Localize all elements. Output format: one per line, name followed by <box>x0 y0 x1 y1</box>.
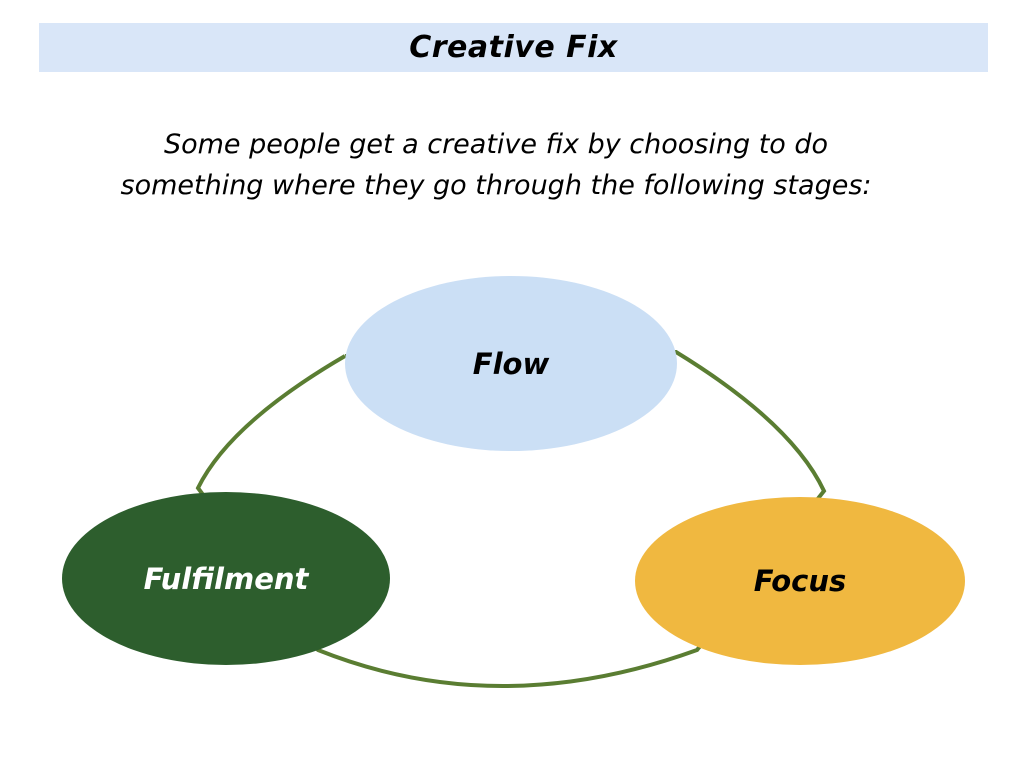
connector-loop-path <box>195 349 827 688</box>
title-banner: Creative Fix <box>39 23 988 72</box>
node-focus-label: Focus <box>753 564 847 598</box>
subtitle: Some people get a creative fix by choosi… <box>0 124 992 206</box>
subtitle-line-2: something where they go through the foll… <box>120 170 872 201</box>
node-flow-label: Flow <box>472 346 550 381</box>
node-flow: Flow <box>345 276 677 451</box>
node-focus: Focus <box>635 497 965 665</box>
page-title: Creative Fix <box>409 30 618 65</box>
subtitle-line-1: Some people get a creative fix by choosi… <box>163 129 829 160</box>
node-fulfilment-label: Fulfilment <box>143 561 309 596</box>
node-fulfilment: Fulfilment <box>62 492 390 665</box>
